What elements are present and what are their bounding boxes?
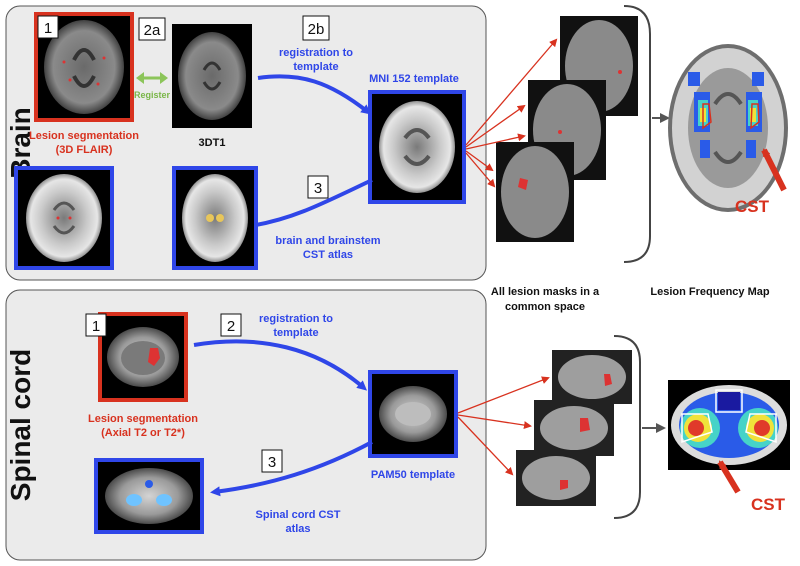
brain-lesion-seg-line2: (3D FLAIR) — [56, 144, 113, 156]
spinal-registration-line2: template — [273, 327, 318, 339]
spinal-lesion-mask-2 — [534, 400, 614, 456]
spinal-atlas-line2: atlas — [285, 523, 310, 535]
spinal-lesion-seg-line1: Lesion segmentation — [88, 413, 198, 425]
brain-registration-arrow — [257, 74, 372, 115]
brain-step3-number: 3 — [314, 180, 322, 197]
spinal-step1-number: 1 — [92, 318, 100, 335]
spinal-lesion-mask-stack — [516, 350, 632, 506]
register-arrow — [136, 72, 168, 84]
brain-atlas-line2: CST atlas — [303, 249, 353, 261]
spinal-registration-line1: registration to — [259, 313, 333, 325]
spinal-atlas-line1: Spinal cord CST — [256, 509, 341, 521]
lesion-masks-caption-line2: common space — [505, 301, 585, 313]
spinal-cst-label: CST — [751, 495, 786, 514]
spinal-lesion-mask-1 — [552, 350, 632, 404]
brain-cst-label: CST — [735, 197, 770, 216]
brain-frequency-map — [668, 44, 788, 212]
spinal-step3-number: 3 — [268, 454, 276, 471]
spinal-frequency-map — [668, 380, 790, 470]
pam50-template-image — [368, 370, 458, 458]
brain-mask-arrows — [465, 38, 558, 188]
spinal-lesion-image — [98, 312, 188, 402]
spinal-step2-box — [220, 313, 242, 337]
spinal-atlas-arrow — [210, 440, 373, 497]
brain-atlas-arrow — [246, 178, 373, 231]
spinal-section-label: Spinal cord — [5, 349, 36, 501]
lesion-masks-caption-line1: All lesion masks in a — [491, 286, 600, 298]
brain-lesion-seg-line1: Lesion segmentation — [29, 130, 139, 142]
t1-label: 3DT1 — [199, 137, 226, 149]
brain-atlas-line1: brain and brainstem — [275, 235, 380, 247]
mni-template-label: MNI 152 template — [369, 73, 459, 85]
brain-step2a-number: 2a — [144, 22, 161, 39]
brain-step2b-number: 2b — [308, 21, 325, 38]
pam50-template-label: PAM50 template — [371, 469, 455, 481]
spinal-step3-box — [261, 449, 283, 473]
spinal-lesion-seg-line2: (Axial T2 or T2*) — [101, 427, 185, 439]
spinal-bracket — [613, 335, 641, 519]
spinal-step1-box — [85, 313, 107, 337]
spinal-cst-arrow — [717, 460, 741, 494]
brain-step1-number: 1 — [44, 20, 52, 37]
mni-template-image — [368, 90, 466, 204]
spinal-mask-arrows — [457, 376, 550, 476]
brain-registration-line1: registration to — [279, 47, 353, 59]
spinal-step2-number: 2 — [227, 318, 235, 335]
spinal-cst-atlas-image — [94, 458, 204, 534]
spinal-registration-arrow — [193, 339, 368, 391]
frequency-map-caption: Lesion Frequency Map — [650, 286, 769, 298]
brain-bracket — [623, 5, 651, 263]
brain-step1-box — [37, 15, 59, 39]
t1-image — [172, 24, 252, 128]
brain-step2b-box — [302, 15, 330, 41]
brain-registration-line2: template — [293, 61, 338, 73]
spinal-lesion-mask-3 — [516, 450, 596, 506]
register-label: Register — [134, 90, 171, 100]
brain-cst-atlas-image — [172, 166, 258, 270]
brain-step3-box — [307, 175, 329, 199]
brain-cst-arrow — [761, 148, 787, 192]
brain-lesion-mask-3 — [496, 142, 574, 242]
brain-lesion-mask-stack — [496, 16, 638, 242]
brain-step2a-box — [138, 17, 166, 41]
flair-in-template-image — [14, 166, 114, 270]
